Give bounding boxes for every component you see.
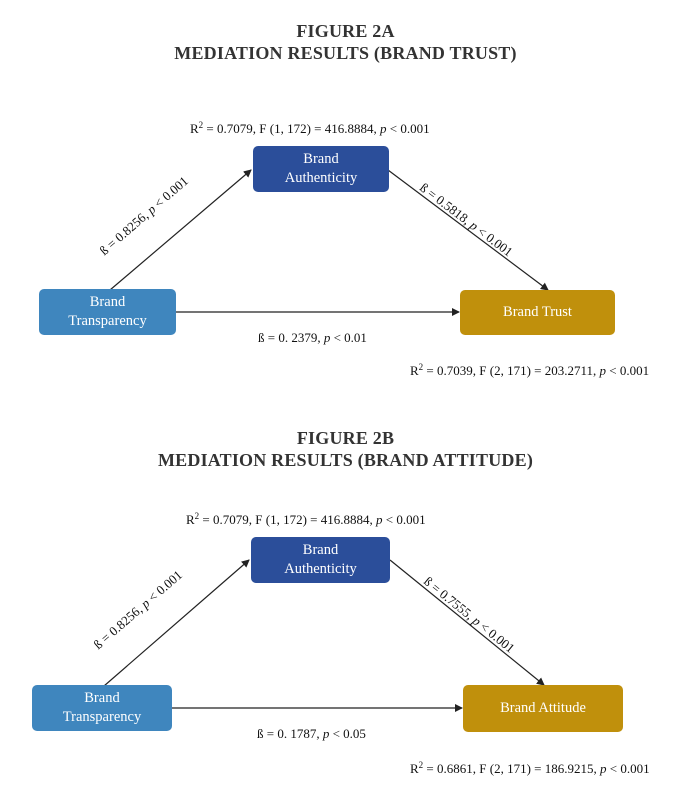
- outcome-model-fit: R2 = 0.6861, F (2, 171) = 186.9215, p < …: [410, 760, 650, 777]
- mediator-line1: Brand: [302, 542, 339, 558]
- path-a-arrow: [103, 559, 250, 687]
- path-b-arrow: [389, 559, 545, 686]
- path-arrows: [103, 559, 545, 712]
- figure-subtitle: MEDIATION RESULTS (BRAND TRUST): [174, 43, 517, 63]
- figure-title: FIGURE 2B MEDIATION RESULTS (BRAND ATTIT…: [0, 427, 691, 471]
- dependent-label: Brand Attitude: [500, 700, 586, 716]
- dependent-node: Brand Attitude: [463, 685, 623, 732]
- mediator-line2: Authenticity: [284, 561, 357, 577]
- path-c-label: ß = 0. 1787, p < 0.05: [257, 726, 366, 741]
- figure-2b: FIGURE 2B MEDIATION RESULTS (BRAND ATTIT…: [0, 395, 691, 789]
- independent-node: Brand Transparency: [32, 685, 172, 731]
- mediator-node: Brand Authenticity: [251, 537, 390, 583]
- path-arrows: [109, 169, 549, 316]
- mediator-line1: Brand: [303, 151, 339, 167]
- independent-line2: Transparency: [62, 709, 142, 725]
- path-b-arrow: [387, 169, 549, 291]
- mediator-model-fit: R2 = 0.7079, F (1, 172) = 416.8884, p < …: [186, 511, 426, 528]
- figure-2a: FIGURE 2A MEDIATION RESULTS (BRAND TRUST…: [0, 0, 691, 390]
- path-a-arrow: [109, 169, 252, 291]
- dependent-label: Brand Trust: [503, 304, 572, 320]
- figure-title: FIGURE 2A MEDIATION RESULTS (BRAND TRUST…: [0, 20, 691, 64]
- outcome-model-fit: R2 = 0.7039, F (2, 171) = 203.2711, p < …: [410, 362, 650, 379]
- independent-line1: Brand: [89, 294, 126, 310]
- mediator-model-fit: R2 = 0.7079, F (1, 172) = 416.8884, p < …: [190, 120, 430, 137]
- mediator-node: Brand Authenticity: [253, 146, 389, 192]
- figure-subtitle: MEDIATION RESULTS (BRAND ATTITUDE): [157, 450, 534, 470]
- path-c-label: ß = 0. 2379, p < 0.01: [258, 330, 367, 345]
- mediator-line2: Authenticity: [284, 170, 358, 186]
- figure-number: FIGURE 2A: [296, 21, 395, 41]
- dependent-node: Brand Trust: [460, 290, 615, 335]
- independent-line1: Brand: [84, 690, 120, 706]
- independent-node: Brand Transparency: [39, 289, 176, 335]
- figure-number: FIGURE 2B: [296, 428, 395, 448]
- independent-line2: Transparency: [68, 313, 147, 329]
